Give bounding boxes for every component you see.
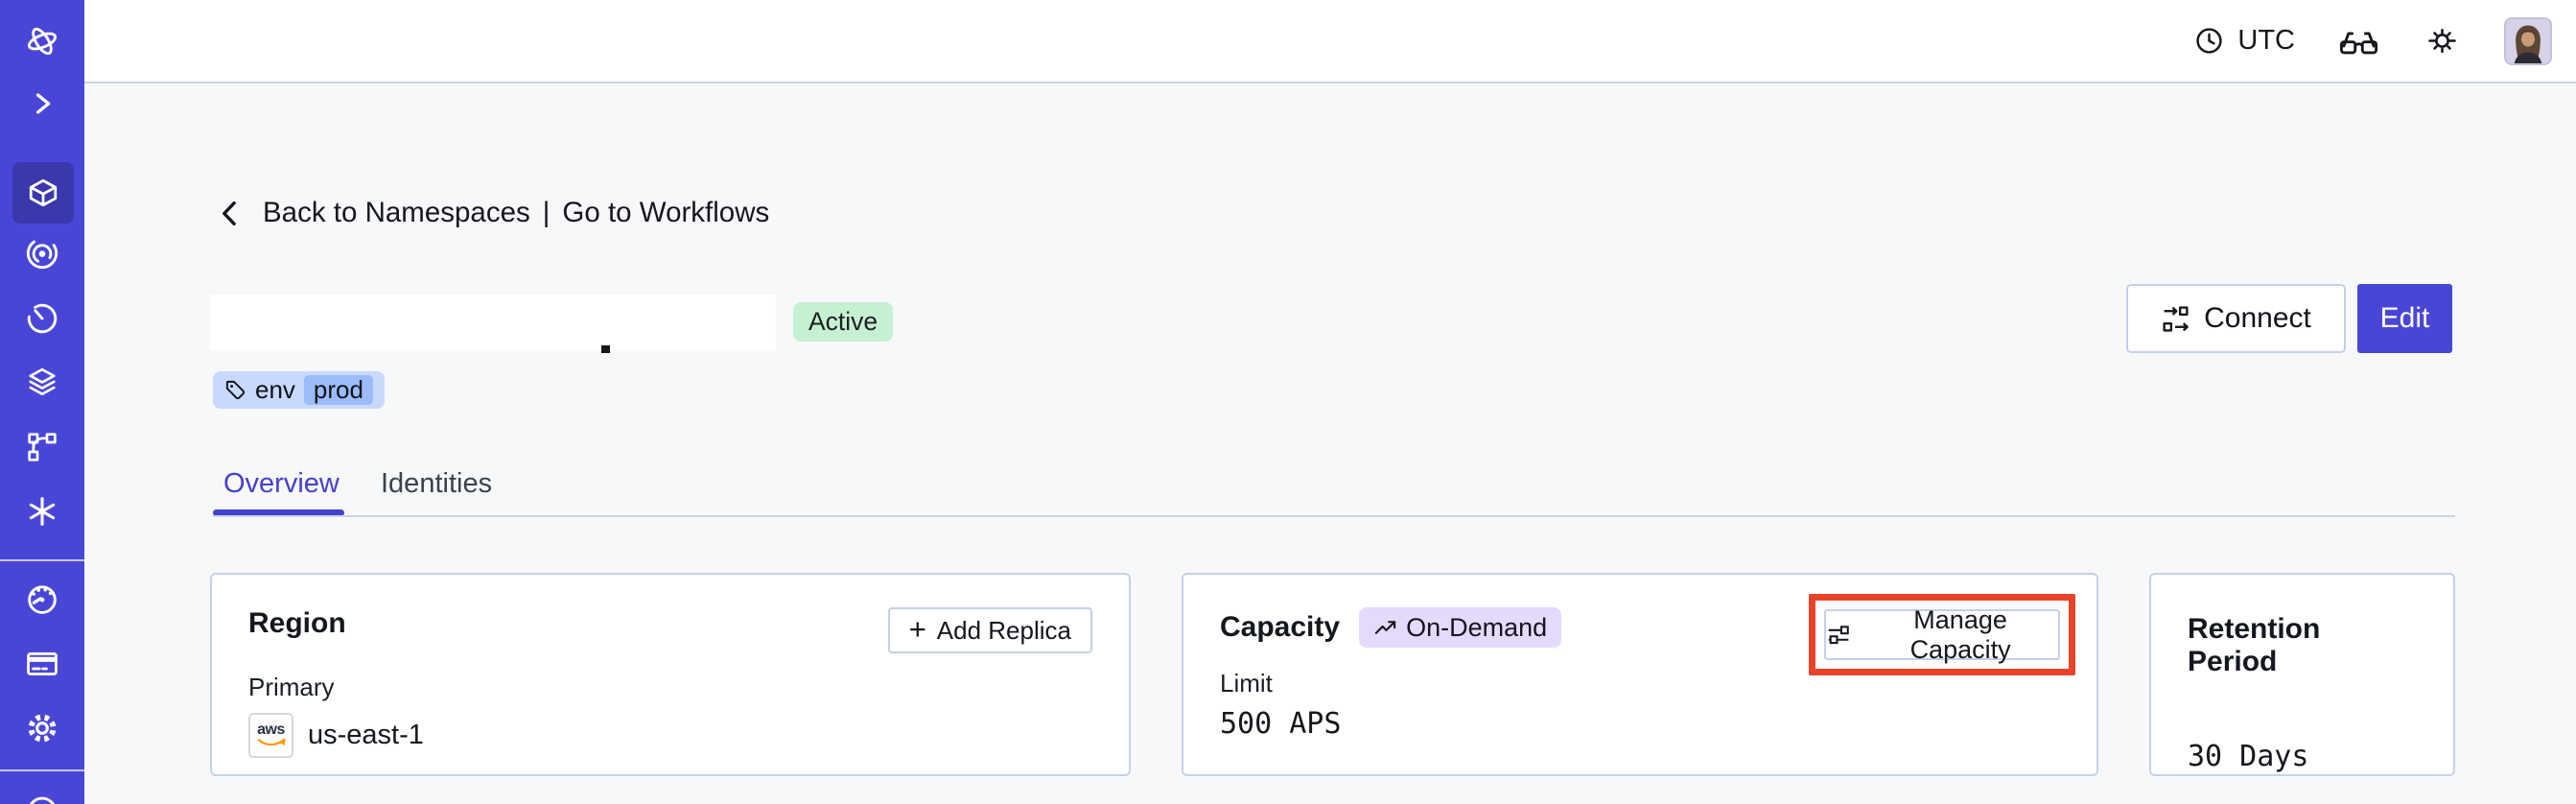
topbar: UTC [84, 0, 2576, 83]
sidebar-item-layers[interactable] [21, 362, 63, 404]
brightness-sun-icon [2428, 28, 2456, 54]
user-avatar[interactable] [2504, 16, 2552, 65]
sidebar-divider [0, 769, 84, 771]
support-circle-icon [29, 796, 56, 804]
on-demand-badge: On-Demand [1359, 607, 1562, 648]
branch-icon [28, 433, 57, 461]
sidebar-item-billing[interactable] [21, 643, 63, 685]
plus-icon: + [908, 612, 926, 646]
breadcrumb: Back to Namespaces | Go to Workflows [213, 192, 769, 234]
tag-icon [225, 380, 246, 400]
breadcrumb-workflows-link[interactable]: Go to Workflows [562, 197, 770, 228]
retention-card-title: Retention Period [2188, 613, 2321, 677]
connect-button[interactable]: Connect [2126, 284, 2346, 353]
sidebar-divider [0, 559, 84, 561]
sidebar-item-deployments[interactable] [21, 426, 63, 468]
breadcrumb-back-link[interactable]: Back to Namespaces [263, 197, 530, 228]
breadcrumb-separator: | [542, 197, 550, 228]
add-replica-label: Add Replica [936, 615, 1071, 645]
capacity-card: Capacity On-Demand Manage Capacity Limit… [1182, 573, 2098, 776]
sidebar-item-namespaces[interactable] [12, 162, 74, 224]
timezone-selector[interactable]: UTC [2191, 23, 2295, 59]
limit-label: Limit [1220, 669, 1273, 698]
sidebar-item-nexus[interactable] [21, 232, 63, 274]
aws-smile-icon [257, 738, 286, 745]
connect-flow-icon [2163, 305, 2190, 332]
sidebar-item-support[interactable] [21, 791, 63, 804]
status-badge: Active [793, 302, 894, 342]
tab-overview[interactable]: Overview [223, 468, 340, 499]
theme-toggle-button[interactable] [2423, 21, 2462, 60]
on-demand-badge-label: On-Demand [1406, 612, 1548, 642]
glasses-icon [2339, 31, 2378, 54]
sidebar-item-schedules[interactable] [21, 297, 63, 340]
trending-up-icon [1374, 620, 1396, 634]
asterisk-icon [29, 497, 56, 526]
sidebar-item-settings[interactable] [21, 707, 63, 749]
namespace-title-redacted [210, 295, 776, 350]
retention-value: 30 Days [2188, 740, 2309, 773]
timezone-label: UTC [2237, 25, 2295, 56]
temporal-logo-icon[interactable] [21, 20, 63, 62]
nexus-spiral-icon [26, 237, 59, 270]
tab-identities[interactable]: Identities [381, 468, 493, 499]
active-tab-underline [213, 509, 344, 516]
region-card: Region + Add Replica Primary aws us-east… [210, 573, 1131, 776]
add-replica-button[interactable]: + Add Replica [887, 607, 1092, 653]
capacity-card-title: Capacity [1220, 611, 1341, 643]
avatar-image [2506, 18, 2550, 63]
sliders-icon [1828, 626, 1849, 645]
gear-icon [28, 714, 57, 743]
connect-button-label: Connect [2204, 302, 2311, 334]
namespace-title-dot [601, 345, 610, 353]
sidebar-expand-chevron-icon[interactable] [21, 83, 63, 125]
primary-label: Primary [248, 673, 335, 701]
status-badge-label: Active [808, 307, 878, 336]
feedback-glasses-button[interactable] [2337, 22, 2380, 60]
cube-icon [29, 178, 58, 207]
edit-button[interactable]: Edit [2357, 284, 2452, 353]
edit-button-label: Edit [2379, 302, 2430, 334]
namespace-tag[interactable]: env prod [213, 371, 385, 409]
layers-icon [29, 367, 56, 395]
timer-icon [27, 303, 58, 334]
tag-value-chip: prod [303, 375, 373, 405]
sidebar-item-batch-operations[interactable] [21, 490, 63, 532]
sidebar [0, 0, 84, 804]
credit-card-icon [27, 652, 58, 675]
tab-bar-divider [213, 515, 2455, 517]
sidebar-item-usage[interactable] [21, 578, 63, 620]
tag-key-label: env [255, 375, 295, 404]
back-chevron-icon[interactable] [213, 196, 248, 231]
manage-capacity-label: Manage Capacity [1909, 604, 2011, 664]
aws-logo-text: aws [257, 721, 285, 738]
limit-value: 500 APS [1220, 707, 1342, 741]
region-card-title: Region [248, 607, 346, 639]
clock-icon [2196, 28, 2223, 54]
region-value: us-east-1 [308, 720, 424, 750]
manage-capacity-button[interactable]: Manage Capacity [1824, 605, 2060, 664]
retention-card: Retention Period 30 Days [2149, 573, 2455, 776]
aws-logo-icon: aws [248, 713, 293, 758]
gauge-icon [28, 585, 57, 614]
